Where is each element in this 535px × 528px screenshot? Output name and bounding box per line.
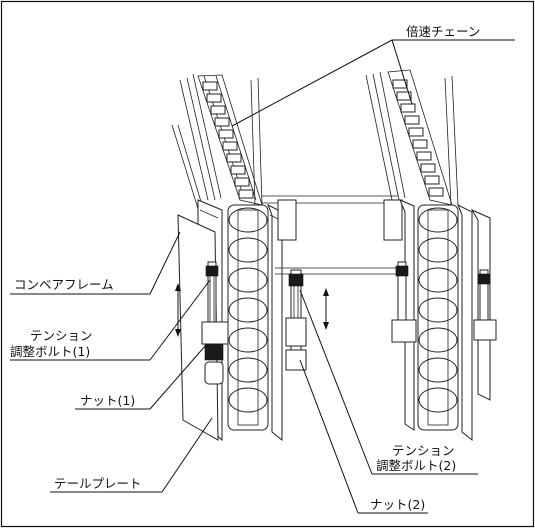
label-nut-2: ナット(2) bbox=[370, 497, 425, 512]
label-conveyor-frame: コンベアフレーム bbox=[14, 277, 114, 292]
right-sprocket-column bbox=[417, 204, 459, 431]
label-tension-bolt-2-line2: 調整ボルト(2) bbox=[376, 458, 456, 473]
label-tension-bolt-1-line2: 調整ボルト(1) bbox=[10, 344, 90, 359]
leader-lines bbox=[10, 39, 515, 514]
right-chain bbox=[387, 69, 453, 206]
right-conveyor bbox=[365, 69, 497, 442]
label-tail-plate: テールプレート bbox=[54, 476, 142, 491]
label-nut-1: ナット(1) bbox=[80, 393, 135, 408]
right-tension-bolt bbox=[391, 261, 497, 343]
center-tension-bolt-2 bbox=[285, 269, 307, 371]
label-double-speed-chain: 倍速チェーン bbox=[406, 24, 480, 39]
right-frame-rails bbox=[365, 71, 459, 206]
cross-frame bbox=[262, 195, 403, 275]
center-adjust-arrow bbox=[323, 288, 329, 330]
left-sprocket-column bbox=[227, 204, 269, 431]
left-adjust-arrow bbox=[175, 283, 181, 337]
left-chain bbox=[197, 74, 263, 206]
label-tension-bolt-2-line1: テンション bbox=[392, 443, 455, 458]
label-tension-bolt-1-line1: テンション bbox=[30, 328, 93, 343]
left-nut-1 bbox=[201, 321, 229, 385]
left-conveyor bbox=[171, 73, 283, 442]
left-frame-rails bbox=[171, 73, 263, 216]
